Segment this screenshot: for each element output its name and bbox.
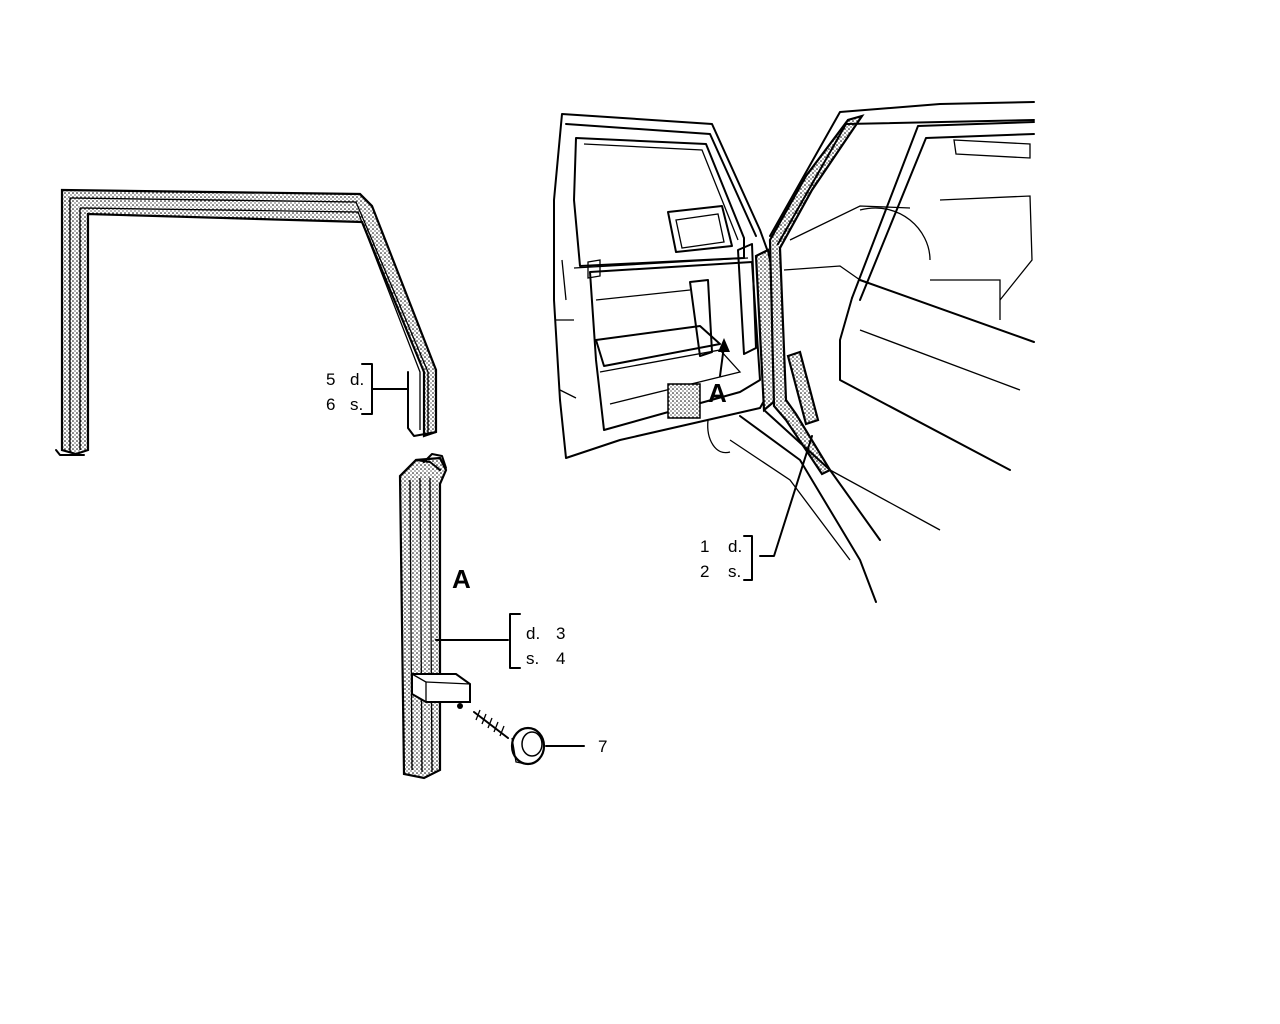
- detail-marker-a: A: [452, 564, 471, 594]
- callout-side-left: s.: [526, 649, 539, 668]
- car-illustration: [553, 101, 1035, 603]
- callout-side-right: d.: [526, 624, 540, 643]
- leader-line: [759, 435, 813, 557]
- callout-bracket: [743, 535, 753, 581]
- callout-bracket: [509, 613, 521, 669]
- callout-channel: d. 3 s. 4: [435, 613, 565, 669]
- callout-door-seal: 1 d. 2 s.: [700, 435, 813, 581]
- callout-side-right: d.: [350, 370, 364, 389]
- callout-number-1: 1: [700, 537, 709, 556]
- callout-frame-seal: 5 d. 6 s.: [326, 363, 409, 415]
- car-detail-marker: A: [708, 338, 730, 408]
- window-frame-seal: [55, 188, 438, 456]
- callout-number-7: 7: [598, 737, 607, 756]
- fixing-screw: [473, 709, 546, 766]
- callout-side-left: s.: [350, 395, 363, 414]
- window-guide-channel: [398, 453, 471, 780]
- detail-marker-a-car: A: [708, 378, 727, 408]
- callout-side-left: s.: [728, 562, 741, 581]
- callout-number-2: 2: [700, 562, 709, 581]
- callout-number-4: 4: [556, 649, 565, 668]
- callout-number-5: 5: [326, 370, 335, 389]
- callout-screw: 7: [545, 737, 607, 756]
- callout-number-6: 6: [326, 395, 335, 414]
- callout-number-3: 3: [556, 624, 565, 643]
- callout-side-right: d.: [728, 537, 742, 556]
